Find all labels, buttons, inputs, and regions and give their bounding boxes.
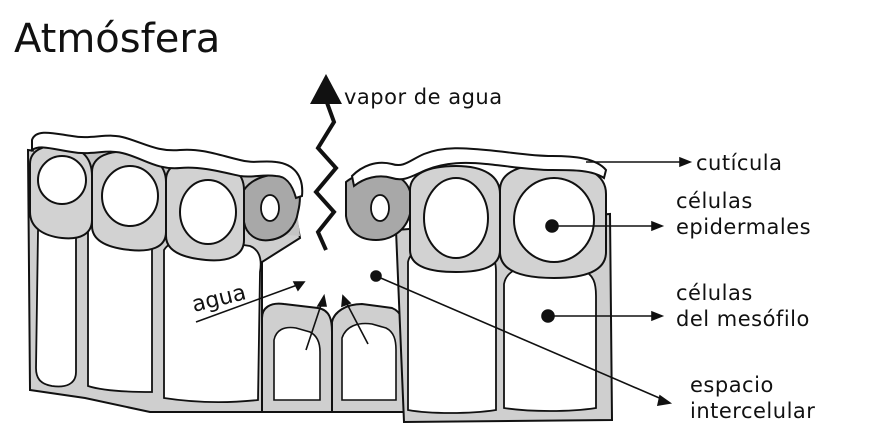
- vapor-arrowhead: [310, 74, 342, 104]
- left-vacuole-1: [38, 156, 86, 204]
- center-bottom-cells: [262, 304, 404, 412]
- mesophyll-arrowhead: [652, 312, 662, 320]
- agua-arrowhead: [294, 282, 304, 290]
- intercellular-arrowhead: [658, 396, 670, 405]
- left-vacuole-3: [180, 180, 236, 244]
- right-vacuole-1: [424, 178, 488, 258]
- epidermal-arrowhead: [652, 222, 662, 230]
- label-espacio-line1: espacio: [690, 373, 774, 397]
- inner-arrowhead-1: [318, 296, 326, 306]
- cuticula-arrowhead: [680, 158, 690, 166]
- center-cell-1-inner: [274, 328, 320, 401]
- inner-arrowhead-2: [342, 296, 350, 306]
- diagram-title: Atmósfera: [14, 16, 220, 62]
- label-espacio-line2: intercelular: [690, 399, 815, 423]
- left-mesophyll-cell-3: [164, 238, 261, 402]
- label-vapor: vapor de agua: [344, 85, 503, 109]
- left-guard-vacuole: [261, 195, 279, 221]
- left-vacuole-2: [102, 166, 158, 226]
- vapor-zigzag: [316, 100, 336, 250]
- label-mesofilo-line2: del mesófilo: [676, 307, 810, 331]
- label-epidermales-line1: células: [676, 189, 753, 213]
- label-epidermales-line2: epidermales: [676, 215, 811, 239]
- label-cuticula: cutícula: [696, 151, 782, 175]
- right-guard-vacuole: [371, 195, 389, 221]
- center-cell-2-inner: [342, 324, 396, 400]
- label-mesofilo-line1: células: [676, 281, 753, 305]
- vapor-arrow: [310, 74, 342, 250]
- right-mesophyll-cell-2: [504, 266, 596, 411]
